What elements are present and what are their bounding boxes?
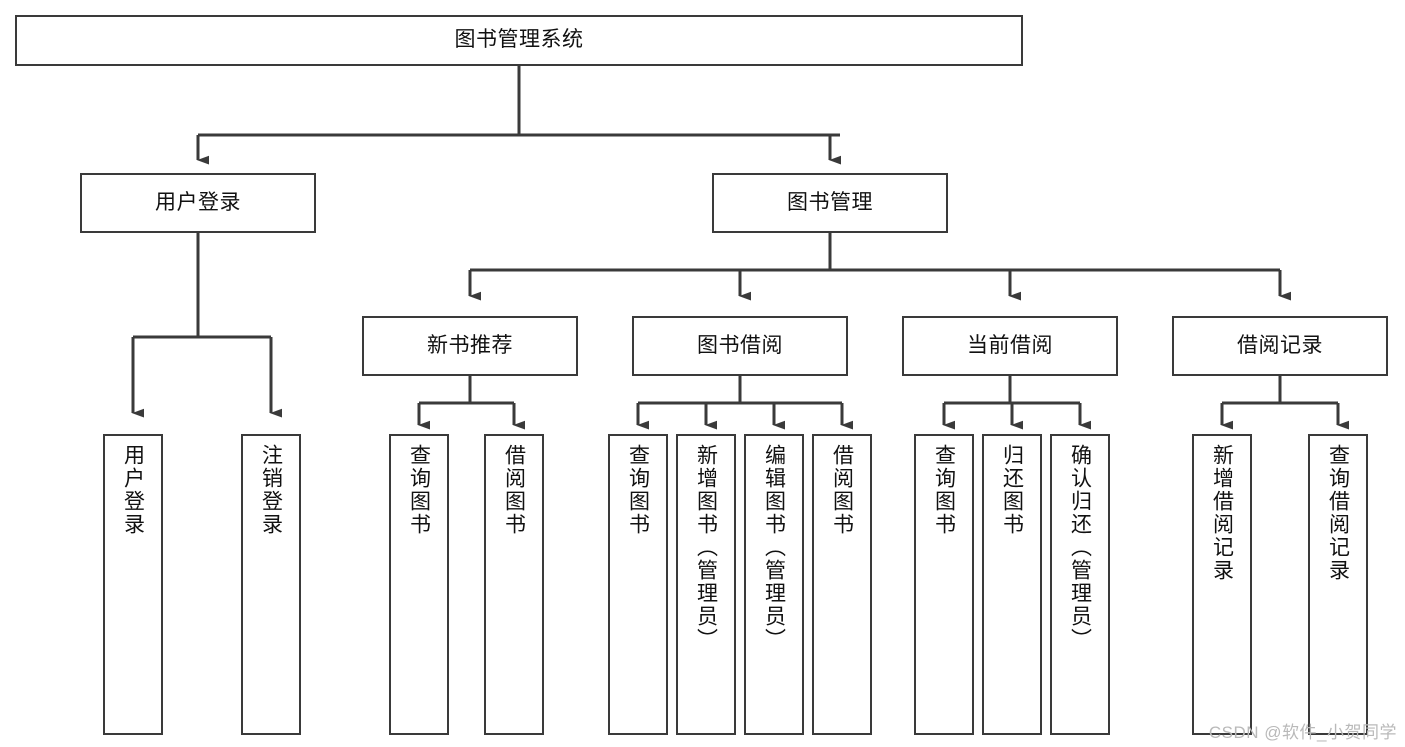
node-leaf-query-books-borrow[interactable]: 查询图书 bbox=[608, 434, 668, 735]
node-leaf-logout[interactable]: 注销登录 bbox=[241, 434, 301, 735]
csdn-watermark: CSDN @软件_小贺同学 bbox=[1208, 723, 1397, 742]
node-new-book-recommendation[interactable]: 新书推荐 bbox=[362, 316, 578, 376]
node-label: 用户登录 bbox=[155, 190, 241, 214]
node-label: 查询借阅记录 bbox=[1326, 444, 1350, 582]
node-leaf-add-book-admin[interactable]: 新增图书（管理员） bbox=[676, 434, 736, 735]
node-leaf-borrow-books-borrow[interactable]: 借阅图书 bbox=[812, 434, 872, 735]
node-label: 新增借阅记录 bbox=[1210, 444, 1234, 582]
node-label: 当前借阅 bbox=[967, 333, 1053, 357]
node-leaf-query-books-current[interactable]: 查询图书 bbox=[914, 434, 974, 735]
node-label: 编辑图书（管理员） bbox=[762, 444, 786, 651]
node-label: 借阅图书 bbox=[502, 444, 526, 536]
node-borrowing-records[interactable]: 借阅记录 bbox=[1172, 316, 1388, 376]
node-label: 图书借阅 bbox=[697, 333, 783, 357]
node-label: 新增图书（管理员） bbox=[694, 444, 718, 651]
node-label: 归还图书 bbox=[1000, 444, 1024, 536]
node-label: 图书管理 bbox=[787, 190, 873, 214]
node-label: 确认归还（管理员） bbox=[1068, 444, 1092, 651]
node-user-login[interactable]: 用户登录 bbox=[80, 173, 316, 233]
node-leaf-query-books-newbook[interactable]: 查询图书 bbox=[389, 434, 449, 735]
node-label: 用户登录 bbox=[121, 444, 145, 536]
node-leaf-query-borrow-record[interactable]: 查询借阅记录 bbox=[1308, 434, 1368, 735]
node-label: 借阅记录 bbox=[1237, 333, 1323, 357]
node-label: 新书推荐 bbox=[427, 333, 513, 357]
node-leaf-user-login[interactable]: 用户登录 bbox=[103, 434, 163, 735]
node-book-management[interactable]: 图书管理 bbox=[712, 173, 948, 233]
node-label: 借阅图书 bbox=[830, 444, 854, 536]
node-label: 图书管理系统 bbox=[454, 28, 584, 52]
node-leaf-add-borrow-record[interactable]: 新增借阅记录 bbox=[1192, 434, 1252, 735]
node-label: 查询图书 bbox=[407, 444, 431, 536]
node-leaf-borrow-books-newbook[interactable]: 借阅图书 bbox=[484, 434, 544, 735]
node-root-book-management-system[interactable]: 图书管理系统 bbox=[15, 15, 1023, 66]
node-leaf-return-books[interactable]: 归还图书 bbox=[982, 434, 1042, 735]
node-label: 查询图书 bbox=[932, 444, 956, 536]
node-leaf-edit-book-admin[interactable]: 编辑图书（管理员） bbox=[744, 434, 804, 735]
node-label: 注销登录 bbox=[259, 444, 283, 536]
node-current-borrowing[interactable]: 当前借阅 bbox=[902, 316, 1118, 376]
node-leaf-confirm-return-admin[interactable]: 确认归还（管理员） bbox=[1050, 434, 1110, 735]
node-book-borrowing[interactable]: 图书借阅 bbox=[632, 316, 848, 376]
node-label: 查询图书 bbox=[626, 444, 650, 536]
